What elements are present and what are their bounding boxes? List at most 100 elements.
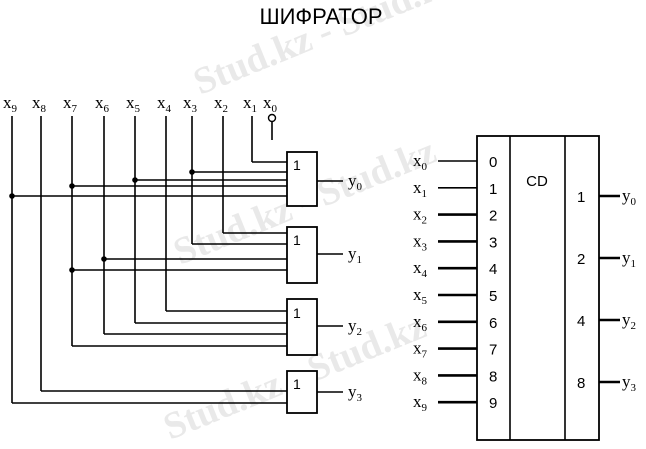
- junction-dot: [132, 177, 138, 183]
- cd-input-pin-1: 1: [489, 181, 497, 198]
- cd-output-label-y1: y1: [622, 248, 636, 270]
- signal-index: 5: [135, 103, 141, 115]
- cd-input-pin-5: 5: [489, 288, 497, 305]
- cd-input-pin-3: 3: [489, 234, 497, 251]
- cd-input-pin-8: 8: [489, 368, 497, 385]
- signal-letter: x: [413, 312, 422, 331]
- cd-input-label-x5: x5: [413, 285, 428, 307]
- signal-letter: x: [413, 178, 422, 197]
- signal-index: 3: [631, 382, 637, 394]
- signal-letter: x: [413, 365, 422, 384]
- cd-output-label-y2: y2: [622, 310, 636, 332]
- cd-input-pin-7: 7: [489, 342, 497, 359]
- cd-input-pin-6: 6: [489, 315, 497, 332]
- signal-letter: y: [622, 372, 631, 391]
- signal-index: 2: [422, 215, 428, 227]
- signal-index: 3: [357, 392, 363, 404]
- junction-dot: [69, 183, 75, 189]
- input-label-x6: x6: [95, 93, 110, 115]
- or-gate-1: [286, 226, 318, 284]
- input-label-x9: x9: [3, 93, 18, 115]
- signal-letter: x: [413, 285, 422, 304]
- signal-index: 6: [422, 322, 428, 334]
- cd-input-label-x0: x0: [413, 151, 428, 173]
- junction-dot: [69, 267, 75, 273]
- output-label-y2: y2: [348, 316, 362, 338]
- x0-open-terminal: [267, 113, 277, 123]
- cd-input-label-x4: x4: [413, 258, 428, 280]
- signal-letter: y: [348, 382, 357, 401]
- cd-block-outline: [476, 135, 600, 441]
- cd-input-label-x1: x1: [413, 178, 427, 200]
- cd-input-label-x6: x6: [413, 312, 428, 334]
- cd-input-pin-9: 9: [489, 395, 497, 412]
- signal-letter: y: [348, 171, 357, 190]
- input-label-x7: x7: [63, 93, 78, 115]
- signal-letter: y: [622, 186, 631, 205]
- gate-0-label: 1: [293, 157, 301, 173]
- cd-output-pin-1: 1: [577, 189, 585, 206]
- output-label-y1: y1: [348, 244, 362, 266]
- cd-block-label: CD: [526, 173, 548, 190]
- signal-index: 4: [166, 103, 172, 115]
- signal-index: 3: [192, 103, 198, 115]
- signal-index: 0: [272, 103, 278, 115]
- signal-index: 1: [631, 258, 637, 270]
- signal-letter: x: [32, 93, 41, 112]
- signal-letter: x: [63, 93, 72, 112]
- signal-letter: x: [214, 93, 223, 112]
- cd-output-pin-4: 4: [577, 313, 585, 330]
- signal-index: 7: [72, 103, 78, 115]
- gate-1-label: 1: [293, 232, 301, 248]
- signal-letter: x: [243, 93, 252, 112]
- cd-output-pin-8: 8: [577, 375, 585, 392]
- signal-letter: y: [348, 244, 357, 263]
- input-label-x8: x8: [32, 93, 47, 115]
- signal-letter: y: [622, 248, 631, 267]
- input-label-x2: x2: [214, 93, 228, 115]
- signal-index: 7: [422, 349, 428, 361]
- signal-letter: y: [348, 316, 357, 335]
- signal-index: 0: [631, 196, 637, 208]
- signal-index: 2: [223, 103, 229, 115]
- junction-dot: [189, 169, 195, 175]
- signal-letter: x: [413, 392, 422, 411]
- signal-index: 9: [12, 103, 18, 115]
- cd-output-label-y0: y0: [622, 186, 637, 208]
- diagram-title: ШИФРАТОР: [259, 4, 382, 29]
- cd-input-label-x3: x3: [413, 231, 428, 253]
- signal-letter: x: [413, 339, 422, 358]
- signal-letter: x: [183, 93, 192, 112]
- signal-index: 5: [422, 295, 428, 307]
- signal-index: 2: [631, 320, 637, 332]
- signal-index: 1: [357, 254, 363, 266]
- signal-letter: x: [3, 93, 12, 112]
- signal-letter: x: [413, 205, 422, 224]
- signal-index: 0: [357, 181, 363, 193]
- cd-output-pin-2: 2: [577, 251, 585, 268]
- signal-letter: x: [157, 93, 166, 112]
- signal-index: 0: [422, 161, 428, 173]
- or-gate-3: [286, 370, 318, 414]
- signal-index: 3: [422, 241, 428, 253]
- input-label-x1: x1: [243, 93, 257, 115]
- signal-index: 6: [104, 103, 110, 115]
- signal-letter: x: [263, 93, 272, 112]
- signal-letter: x: [413, 258, 422, 277]
- output-label-y0: y0: [348, 171, 363, 193]
- gate-3-label: 1: [293, 376, 301, 392]
- cd-input-pin-4: 4: [489, 261, 497, 278]
- cd-output-label-y3: y3: [622, 372, 637, 394]
- input-label-x0: x0: [263, 93, 278, 115]
- cd-input-label-x9: x9: [413, 392, 428, 414]
- cd-input-label-x2: x2: [413, 205, 427, 227]
- signal-letter: x: [126, 93, 135, 112]
- input-label-x3: x3: [183, 93, 198, 115]
- signal-letter: x: [95, 93, 104, 112]
- signal-index: 8: [41, 103, 47, 115]
